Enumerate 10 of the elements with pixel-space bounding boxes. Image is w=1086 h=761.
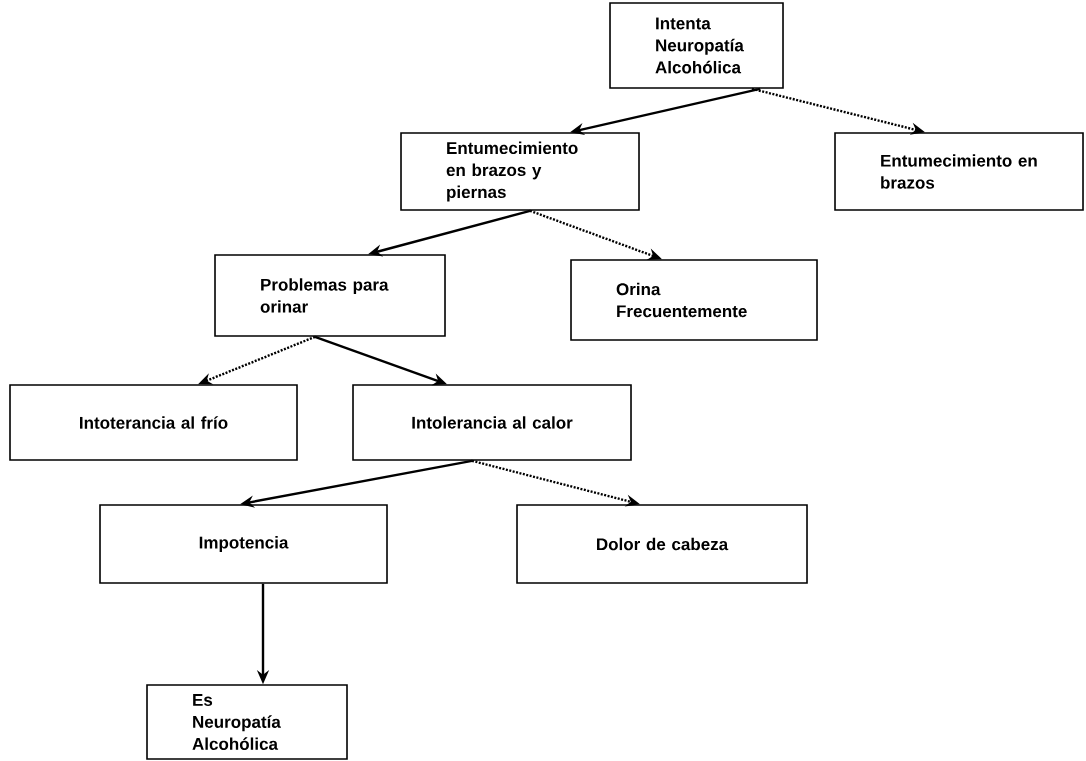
process-box: Intenta Neuropatía Alcohólica	[609, 2, 784, 89]
process-box: Entumecimiento en brazos	[834, 132, 1084, 211]
process-box: Dolor de cabeza	[516, 504, 808, 584]
process-box: Entumecimiento en brazos y piernas	[400, 132, 640, 211]
process-box: Impotencia	[99, 504, 388, 584]
process-box: Problemas para orinar	[214, 254, 446, 337]
process-box: Orina Frecuentemente	[570, 259, 818, 341]
process-box: Intoterancia al frío	[9, 384, 298, 461]
process-box: Intolerancia al calor	[352, 384, 632, 461]
process-box: Es Neuropatía Alcohólica	[146, 684, 348, 760]
